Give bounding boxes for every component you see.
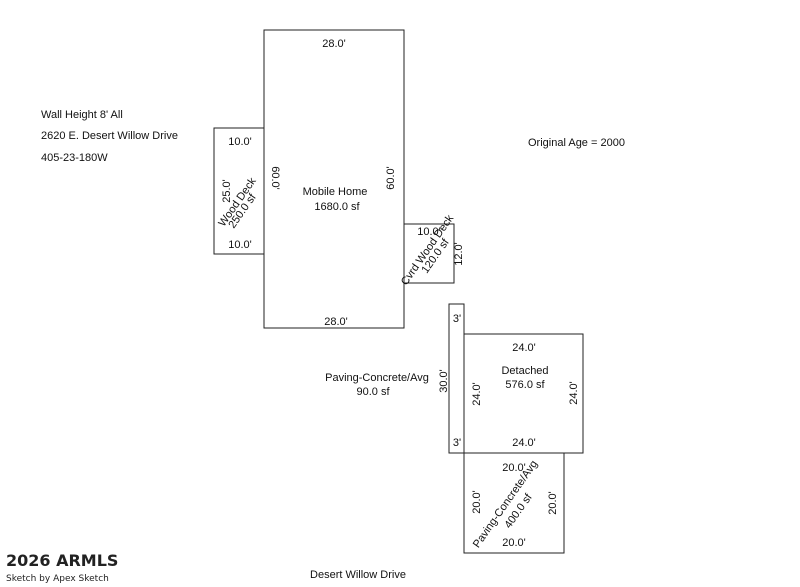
paving-pad-outline [463, 452, 565, 554]
mobile-home-right-dim: 60.0' [385, 166, 397, 190]
covered-deck-top-dim: 10.0' [417, 226, 441, 238]
wood-deck-bottom-dim: 10.0' [228, 239, 252, 251]
wall-height-note: Wall Height 8' All [41, 109, 123, 121]
mobile-home-area: 1680.0 sf [314, 201, 360, 213]
detached-top-dim: 24.0' [512, 342, 536, 354]
apex-sketch-credit: Sketch by Apex Sketch [6, 574, 109, 584]
original-age-note: Original Age = 2000 [528, 137, 625, 149]
paving-strip-bottom-dim: 3' [453, 437, 461, 449]
mobile-home-top-dim: 28.0' [322, 38, 346, 50]
mobile-home-outline [263, 29, 405, 329]
paving-pad-top-dim: 20.0' [502, 462, 526, 474]
wood-deck-outline [213, 127, 265, 255]
paving-strip-area: 90.0 sf [356, 386, 390, 398]
mobile-home-label: Mobile Home [303, 186, 368, 198]
paving-strip-outline [448, 303, 465, 454]
wood-deck-side-dim: 25.0' [221, 179, 233, 203]
detached-left-dim: 24.0' [471, 382, 483, 406]
paving-pad-right-dim: 20.0' [547, 491, 559, 515]
street-label: Desert Willow Drive [310, 569, 406, 581]
paving-strip-side-dim: 30.0' [438, 369, 450, 393]
detached-right-dim: 24.0' [568, 381, 580, 405]
paving-strip-top-dim: 3' [453, 313, 461, 325]
covered-deck-outline [403, 223, 455, 284]
paving-strip-label: Paving-Concrete/Avg [325, 372, 429, 384]
paving-pad-left-dim: 20.0' [471, 490, 483, 514]
mobile-home-left-dim: 60.0' [269, 166, 281, 190]
armls-copyright: 2026 ARMLS [6, 551, 119, 570]
parcel-number: 405-23-180W [41, 152, 108, 164]
detached-bottom-dim: 24.0' [512, 437, 536, 449]
detached-area: 576.0 sf [505, 379, 545, 391]
address-note: 2620 E. Desert Willow Drive [41, 130, 178, 142]
mobile-home-bottom-dim: 28.0' [324, 316, 348, 328]
paving-pad-bottom-dim: 20.0' [502, 537, 526, 549]
covered-deck-side-dim: 12.0' [453, 242, 465, 266]
detached-label: Detached [501, 365, 548, 377]
wood-deck-top-dim: 10.0' [228, 136, 252, 148]
